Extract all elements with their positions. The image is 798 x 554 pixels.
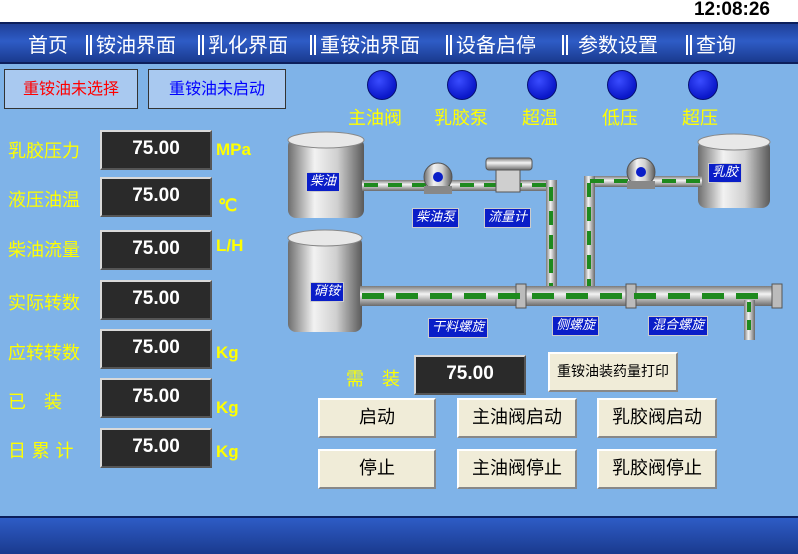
param-label-emulsion-pressure: 乳胶压力 [8, 141, 80, 162]
lamp-over-temp [527, 70, 557, 100]
bottom-bar [0, 516, 798, 554]
lamp-label-over-pressure: 超压 [682, 108, 718, 129]
nav-separator [310, 35, 316, 55]
print-load-button[interactable]: 重铵油装药量打印 [548, 352, 678, 392]
lamp-low-pressure [607, 70, 637, 100]
nav-ammonium-oil[interactable]: 铵油界面 [96, 33, 176, 57]
tag-flow-meter: 流量计 [484, 208, 532, 228]
param-label-actual-speed: 实际转数 [8, 293, 80, 314]
required-load-label: 需 装 [346, 369, 400, 390]
nav-separator [562, 35, 568, 55]
tag-emulsion-tank: 乳胶 [708, 163, 743, 183]
emulsion-valve-stop-button[interactable]: 乳胶阀停止 [597, 449, 717, 489]
nav-heavy-anfo[interactable]: 重铵油界面 [320, 33, 420, 57]
param-value-daily-total: 75.00 [100, 428, 212, 468]
param-unit-emulsion-pressure: MPa [216, 140, 251, 159]
lamp-label-main-valve: 主油阀 [348, 108, 402, 129]
tag-nitrate-tank: 硝铵 [310, 282, 345, 302]
clock: 12:08:26 [693, 0, 770, 20]
nav-separator [446, 35, 452, 55]
param-label-diesel-flow: 柴油流量 [8, 240, 80, 261]
tag-side-screw: 侧螺旋 [552, 316, 600, 336]
main-valve-start-button[interactable]: 主油阀启动 [457, 398, 577, 438]
param-unit-daily-total: Kg [216, 442, 239, 461]
nav-separator [198, 35, 204, 55]
lamp-label-emulsion-pump: 乳胶泵 [434, 108, 488, 129]
status-not-started: 重铵油未启动 [148, 69, 286, 109]
param-value-loaded: 75.00 [100, 378, 212, 418]
lamp-label-low-pressure: 低压 [602, 108, 638, 129]
tag-mix-screw: 混合螺旋 [648, 316, 709, 336]
param-value-hydraulic-oil-temp: 75.00 [100, 177, 212, 217]
emulsion-pump [626, 157, 656, 189]
param-unit-diesel-flow: L/H [216, 236, 244, 255]
nav-separator [86, 35, 92, 55]
nav-bar: 首页 铵油界面 乳化界面 重铵油界面 设备启停 参数设置 查询 [0, 22, 798, 64]
param-unit-hydraulic-oil-temp: ℃ [218, 196, 238, 215]
nav-query[interactable]: 查询 [696, 33, 736, 57]
status-unselected: 重铵油未选择 [4, 69, 138, 109]
param-value-target-speed: 75.00 [100, 329, 212, 369]
lamp-label-over-temp: 超温 [522, 108, 558, 129]
lamp-emulsion-pump [447, 70, 477, 100]
param-label-target-speed: 应转转数 [8, 343, 80, 364]
param-value-diesel-flow: 75.00 [100, 230, 212, 270]
nav-params[interactable]: 参数设置 [578, 33, 658, 57]
stop-button[interactable]: 停止 [318, 449, 436, 489]
start-button[interactable]: 启动 [318, 398, 436, 438]
tag-dry-screw: 干料螺旋 [428, 318, 489, 338]
tag-diesel-pump: 柴油泵 [412, 208, 460, 228]
nav-separator [686, 35, 692, 55]
required-load-value: 75.00 [414, 355, 526, 395]
param-label-hydraulic-oil-temp: 液压油温 [8, 190, 80, 211]
nav-home[interactable]: 首页 [28, 33, 68, 57]
nav-emulsion[interactable]: 乳化界面 [208, 33, 288, 57]
screw-conveyor [360, 283, 783, 340]
flow-meter [485, 157, 533, 193]
diesel-pump [423, 162, 453, 194]
nav-equipment[interactable]: 设备启停 [456, 33, 536, 57]
param-unit-target-speed: Kg [216, 343, 239, 362]
lamp-main-valve [367, 70, 397, 100]
param-value-emulsion-pressure: 75.00 [100, 130, 212, 170]
param-label-loaded: 已 装 [8, 392, 62, 413]
main-valve-stop-button[interactable]: 主油阀停止 [457, 449, 577, 489]
emulsion-pipe [584, 176, 702, 290]
lamp-over-pressure [688, 70, 718, 100]
param-unit-loaded: Kg [216, 398, 239, 417]
top-bar: 12:08:26 [0, 0, 798, 22]
param-value-actual-speed: 75.00 [100, 280, 212, 320]
tag-diesel-tank: 柴油 [306, 172, 341, 192]
diesel-pipe [362, 180, 557, 290]
emulsion-valve-start-button[interactable]: 乳胶阀启动 [597, 398, 717, 438]
nitrate-tank [287, 229, 363, 332]
param-label-daily-total: 日 累 计 [8, 441, 74, 462]
